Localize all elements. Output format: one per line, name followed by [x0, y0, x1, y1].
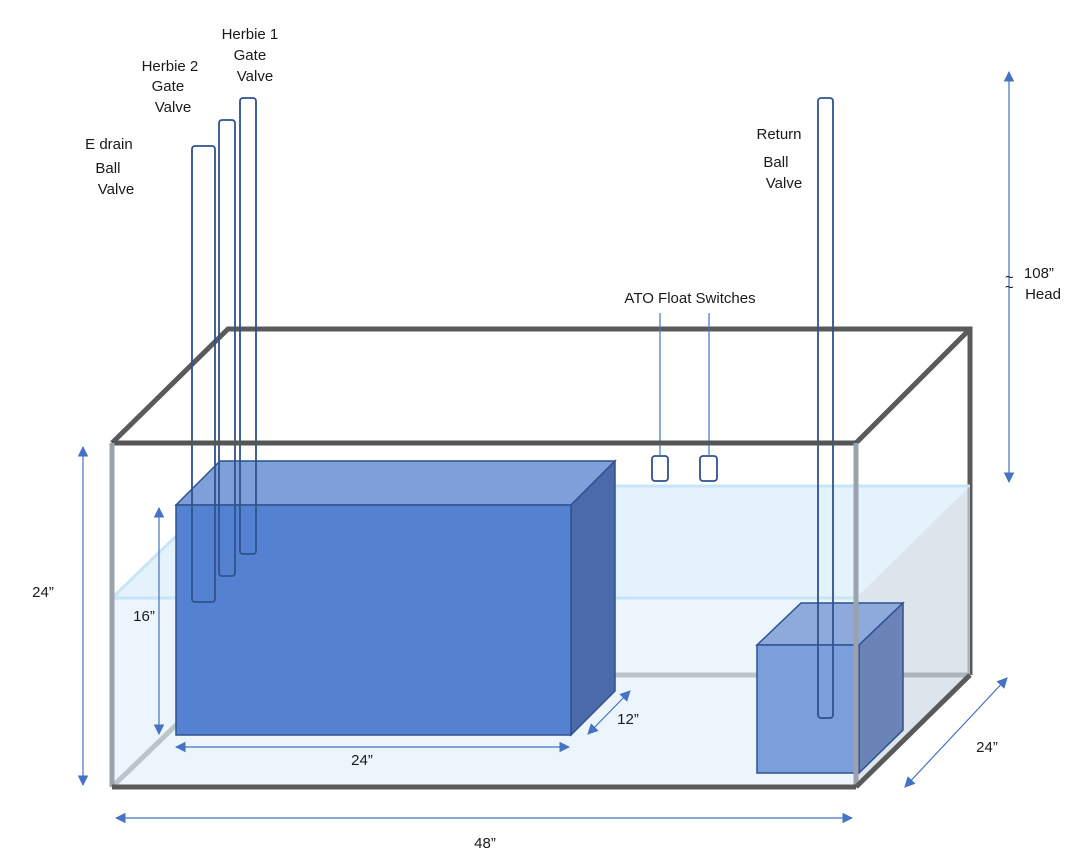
- head-approx-symbol-2: ~: [1005, 279, 1014, 296]
- return-pipe: [817, 97, 834, 719]
- head-approx-symbol: ~: [1005, 269, 1014, 286]
- tank-depth-arrow: [904, 677, 1008, 788]
- tank-depth-label: 24”: [976, 739, 998, 756]
- tank-height-label: 24”: [32, 584, 54, 601]
- ato-label: ATO Float Switches: [624, 290, 755, 307]
- edrain-label: E drain Ball Valve: [85, 136, 137, 198]
- overflow-depth-arrow: [587, 690, 631, 735]
- edrain-pipe: [191, 145, 216, 603]
- dimension-arrows: [77, 70, 1015, 824]
- herbie2-pipe: [218, 119, 236, 577]
- herbie2-label: Herbie 2 Gate Valve: [142, 58, 203, 116]
- overflow-depth-label: 12”: [617, 711, 639, 728]
- tank-width-label: 48”: [474, 835, 496, 852]
- ato-float-switch-1: [651, 455, 669, 482]
- ato-float-switch-2: [699, 455, 718, 482]
- herbie1-pipe: [239, 97, 257, 555]
- return-pump-box: [755, 601, 905, 775]
- overflow-box: [174, 459, 617, 737]
- herbie1-label: Herbie 1 Gate Valve: [222, 26, 283, 85]
- return-valve-label: Ball Valve: [763, 154, 802, 192]
- head-label: 108” Head: [1024, 265, 1061, 303]
- tank-frame-front: [109, 440, 972, 790]
- ato-float-wires: [659, 313, 710, 456]
- overflow-height-label: 16”: [133, 608, 155, 625]
- return-label: Return: [756, 126, 801, 143]
- overflow-width-label: 24”: [351, 752, 373, 769]
